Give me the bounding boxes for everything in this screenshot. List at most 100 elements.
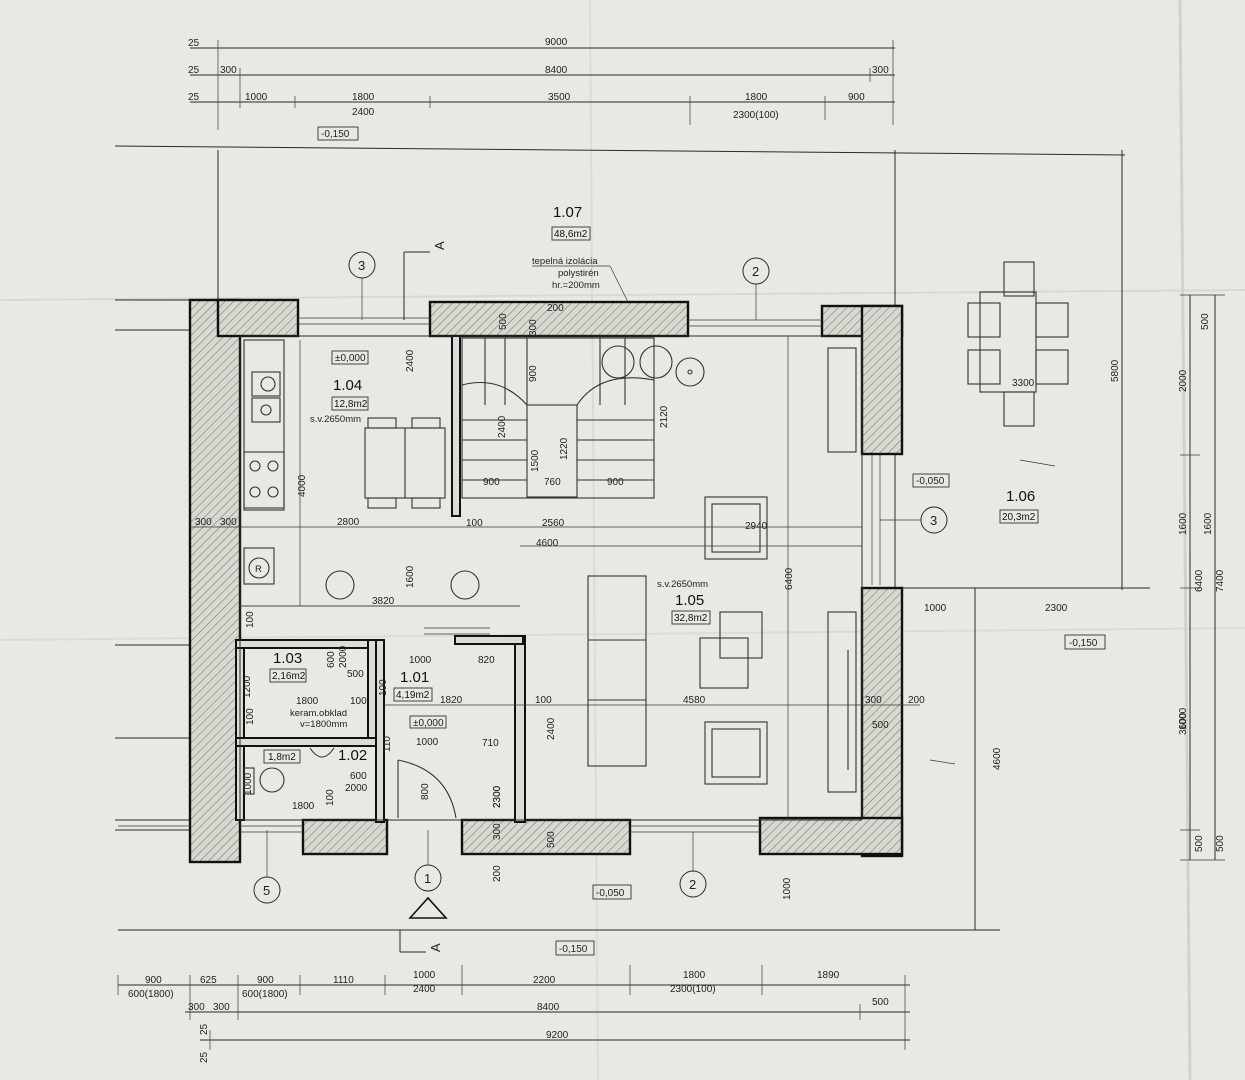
svg-text:100: 100 — [245, 708, 256, 725]
room-101-level: ±0,000 — [413, 718, 444, 729]
svg-text:3820: 3820 — [372, 596, 395, 607]
level-markers: -0,050 -0,150 -0,050 -0,150 — [555, 473, 1106, 956]
svg-text:2300(100): 2300(100) — [670, 984, 716, 995]
svg-text:500: 500 — [498, 313, 509, 330]
svg-text:710: 710 — [482, 738, 499, 749]
level-terrace: -0,050 — [916, 476, 945, 487]
svg-text:100: 100 — [350, 696, 367, 707]
svg-text:2400: 2400 — [546, 717, 557, 740]
svg-text:1820: 1820 — [440, 695, 463, 706]
dim-top-8400: 8400 — [545, 65, 568, 76]
room-101-number: 1.01 — [400, 669, 429, 686]
kitchen-furniture: R — [243, 339, 480, 600]
svg-text:1800: 1800 — [683, 970, 706, 981]
room-104-area: 12,8m2 — [334, 399, 368, 410]
room-105-height: s.v.2650mm — [657, 579, 708, 590]
dim-top-2400: 2400 — [352, 107, 375, 118]
svg-text:2200: 2200 — [533, 975, 556, 986]
svg-text:1000: 1000 — [409, 655, 432, 666]
svg-text:900: 900 — [528, 365, 539, 382]
dim-top-1000: 1000 — [245, 92, 268, 103]
svg-text:1600: 1600 — [1178, 512, 1189, 535]
svg-text:1000: 1000 — [924, 603, 947, 614]
svg-text:200: 200 — [492, 865, 503, 882]
svg-text:500: 500 — [872, 997, 889, 1008]
svg-text:1890: 1890 — [817, 970, 840, 981]
interior-dimensions: 2400 4000 2800 300 300 1600 3820 100 100… — [190, 303, 1189, 900]
level-bottom: -0,150 — [559, 944, 588, 955]
svg-text:4600: 4600 — [992, 747, 1003, 770]
svg-text:2000: 2000 — [338, 645, 349, 668]
note-insulation-2: polystirén — [558, 268, 599, 279]
svg-text:1110: 1110 — [333, 975, 354, 986]
svg-text:500: 500 — [872, 720, 889, 731]
svg-text:900: 900 — [483, 477, 500, 488]
dim-top-2300-100: 2300(100) — [733, 110, 779, 121]
staircase — [461, 337, 705, 499]
axis-3-right: 3 — [930, 513, 937, 528]
dim-top-3500: 3500 — [548, 92, 571, 103]
section-label-top: A — [432, 241, 447, 250]
svg-text:1000: 1000 — [782, 877, 793, 900]
svg-text:100: 100 — [466, 518, 483, 529]
bottom-dimensions: 900 600(1800) 625 900 600(1800) 1110 100… — [117, 965, 910, 1063]
svg-text:900: 900 — [145, 975, 162, 986]
dim-top-25a: 25 — [188, 38, 200, 49]
dim-top-1800b: 1800 — [745, 92, 768, 103]
svg-text:2000: 2000 — [1178, 369, 1189, 392]
svg-text:820: 820 — [478, 655, 495, 666]
svg-text:200: 200 — [908, 695, 925, 706]
svg-text:1000: 1000 — [243, 772, 254, 795]
room-107-area: 48,6m2 — [554, 229, 588, 240]
svg-text:7400: 7400 — [1215, 569, 1226, 592]
room-102-number: 1.02 — [338, 747, 367, 764]
svg-text:1600: 1600 — [405, 565, 416, 588]
svg-text:2940: 2940 — [745, 521, 768, 532]
svg-text:1600: 1600 — [1203, 512, 1214, 535]
right-dimensions: 500 2000 1600 6400 7400 3600 500 500 — [1178, 294, 1226, 861]
svg-text:2560: 2560 — [542, 518, 565, 529]
dim-top-900: 900 — [848, 92, 865, 103]
top-dimensions: 25 9000 25 300 8400 300 25 1000 1800 240… — [188, 37, 895, 141]
dim-top-9000: 9000 — [545, 37, 568, 48]
svg-text:2300: 2300 — [492, 785, 503, 808]
svg-text:2400: 2400 — [405, 349, 416, 372]
svg-text:500: 500 — [1200, 313, 1211, 330]
svg-text:300: 300 — [528, 319, 539, 336]
svg-text:600: 600 — [326, 651, 337, 668]
room-104-level: ±0,000 — [335, 353, 366, 364]
svg-text:3300: 3300 — [1012, 378, 1035, 389]
axis-3-top: 3 — [358, 258, 365, 273]
svg-text:600(1800): 600(1800) — [128, 989, 174, 1000]
svg-text:200: 200 — [547, 303, 564, 314]
svg-text:300: 300 — [195, 517, 212, 528]
room-104-number: 1.04 — [333, 377, 362, 394]
svg-text:1000: 1000 — [413, 970, 436, 981]
svg-text:5800: 5800 — [1110, 359, 1121, 382]
room-103-number: 1.03 — [273, 650, 302, 667]
svg-text:3600: 3600 — [1178, 712, 1189, 735]
svg-text:9200: 9200 — [546, 1030, 569, 1041]
svg-text:1000: 1000 — [416, 737, 439, 748]
note-tiles-1: keram.obklad — [290, 708, 347, 719]
svg-text:500: 500 — [1194, 835, 1205, 852]
terrace-furniture — [929, 261, 1069, 765]
svg-text:4000: 4000 — [297, 474, 308, 497]
svg-text:300: 300 — [492, 823, 503, 840]
svg-text:2300: 2300 — [492, 785, 503, 808]
svg-text:900: 900 — [257, 975, 274, 986]
axis-2-top: 2 — [752, 264, 759, 279]
svg-text:300: 300 — [213, 1002, 230, 1013]
living-furniture — [587, 347, 857, 793]
svg-text:2400: 2400 — [497, 415, 508, 438]
svg-text:8400: 8400 — [537, 1002, 560, 1013]
svg-text:625: 625 — [200, 975, 217, 986]
svg-text:100: 100 — [245, 611, 256, 628]
svg-text:25: 25 — [199, 1023, 210, 1035]
svg-text:1500: 1500 — [530, 449, 541, 472]
svg-text:500: 500 — [1215, 835, 1226, 852]
level-top: -0,150 — [321, 129, 350, 140]
svg-text:600: 600 — [350, 771, 367, 782]
dim-top-25c: 25 — [188, 92, 200, 103]
